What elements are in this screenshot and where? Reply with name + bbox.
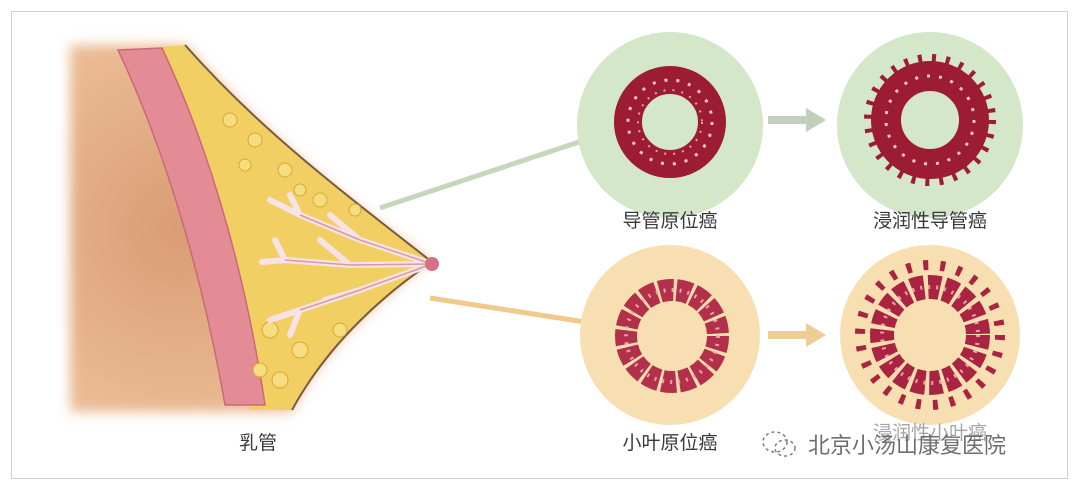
label-ilc: 浸润性小叶癌	[872, 422, 988, 444]
label-idc: 浸润性导管癌	[872, 210, 988, 232]
dcis-tumor	[614, 66, 726, 178]
watermark-text: 北京小汤山康复医院	[808, 434, 1007, 459]
arrow-ductal	[768, 108, 826, 132]
skin-outline	[184, 44, 434, 411]
ilc-tumor	[855, 260, 1005, 410]
connector-lobular	[429, 295, 586, 325]
idc-tumor	[864, 54, 996, 186]
wechat-icon	[762, 431, 796, 457]
lcis-tumor	[615, 279, 729, 393]
watermark: 北京小汤山康复医院	[760, 428, 1006, 460]
breast-anatomy	[70, 44, 439, 412]
fat-globules	[222, 112, 362, 389]
idc-circle	[837, 32, 1023, 218]
pectoral-muscle	[116, 47, 266, 406]
lcis-circle	[580, 245, 760, 425]
dcis-circle	[577, 32, 763, 218]
label-lcis: 小叶原位癌	[622, 432, 718, 454]
arrow-lobular	[768, 323, 826, 347]
ilc-circle	[840, 245, 1020, 425]
label-duct: 乳管	[238, 432, 278, 454]
connector-ductal	[379, 137, 586, 211]
nipple	[425, 257, 439, 271]
label-dcis: 导管原位癌	[622, 210, 718, 232]
